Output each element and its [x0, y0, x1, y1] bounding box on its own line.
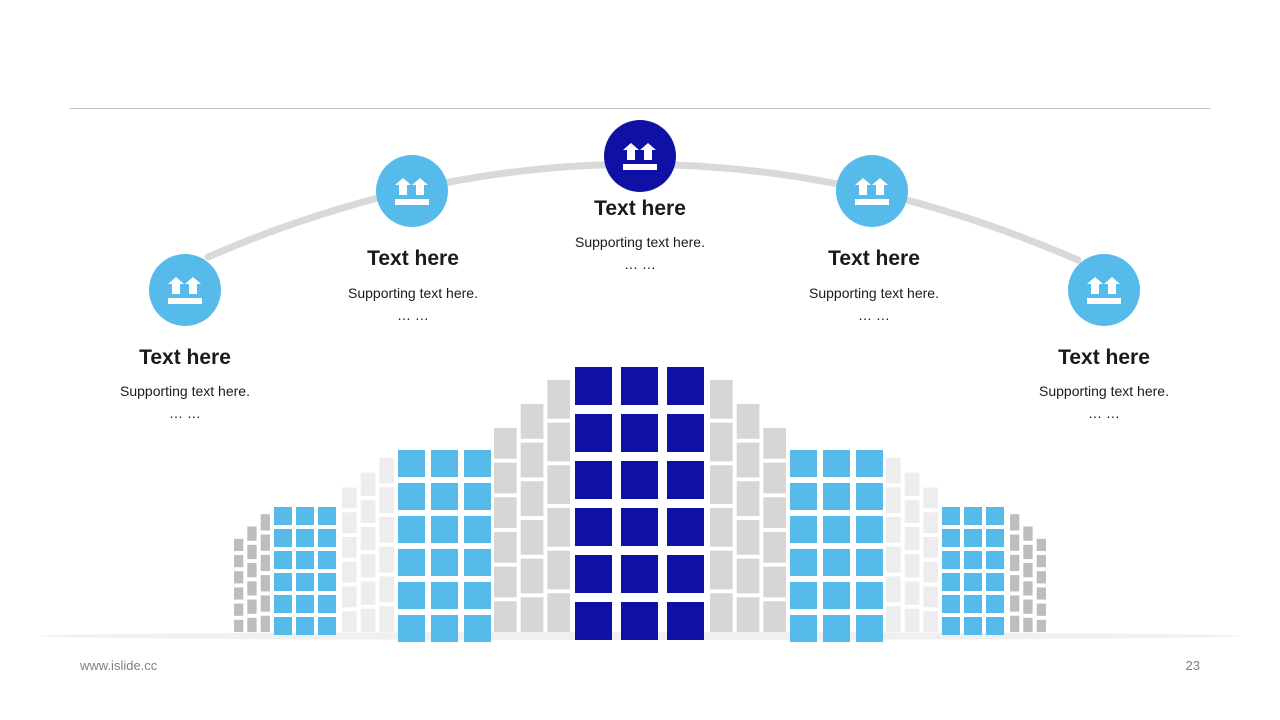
- up-arrows-box-icon: [168, 277, 202, 304]
- step-5-node: [1068, 254, 1140, 326]
- step-2-node: [376, 155, 448, 227]
- step-1-title: Text here: [139, 346, 231, 369]
- step-3-support-text: Supporting text here.: [575, 234, 705, 250]
- step-4-support-text: Supporting text here.: [809, 285, 939, 301]
- step-3-support: Supporting text here. … …: [520, 231, 760, 275]
- step-2-title: Text here: [367, 247, 459, 270]
- footer-url: www.islide.cc: [80, 658, 158, 673]
- up-arrows-box-icon: [855, 178, 889, 205]
- step-1-ellipsis: … …: [169, 405, 201, 421]
- up-arrows-box-icon: [1087, 277, 1121, 304]
- step-3-ellipsis: … …: [624, 256, 656, 272]
- step-3-title: Text here: [594, 197, 686, 220]
- step-2-support: Supporting text here. … …: [293, 282, 533, 326]
- step-2-ellipsis: … …: [397, 307, 429, 323]
- step-5-ellipsis: … …: [1088, 405, 1120, 421]
- step-4-node: [836, 155, 908, 227]
- step-4-ellipsis: … …: [858, 307, 890, 323]
- step-1-node: [149, 254, 221, 326]
- step-2-support-text: Supporting text here.: [348, 285, 478, 301]
- step-4-title: Text here: [828, 247, 920, 270]
- up-arrows-box-icon: [623, 143, 657, 170]
- step-1-support: Supporting text here. … …: [65, 380, 305, 424]
- step-1-support-text: Supporting text here.: [120, 383, 250, 399]
- step-4-support: Supporting text here. … …: [754, 282, 994, 326]
- step-5-support: Supporting text here. … …: [984, 380, 1224, 424]
- page-number: 23: [1185, 658, 1200, 673]
- step-3-node: [604, 120, 676, 192]
- step-5-support-text: Supporting text here.: [1039, 383, 1169, 399]
- step-5-title: Text here: [1058, 346, 1150, 369]
- up-arrows-box-icon: [395, 178, 429, 205]
- top-divider: [70, 108, 1210, 109]
